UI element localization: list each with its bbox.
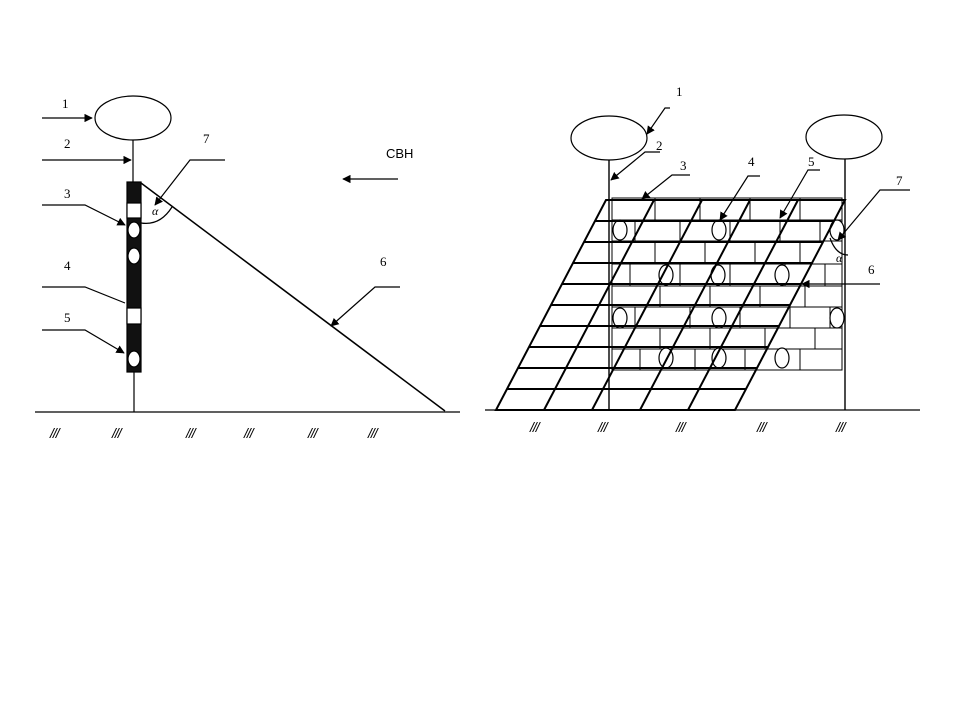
left-label-5: 5 — [64, 310, 71, 325]
right-leader-2 — [610, 151, 660, 181]
right-angle-arc — [829, 237, 849, 256]
right-label-4: 4 — [748, 154, 755, 169]
right-figure — [485, 107, 920, 411]
svg-text:///: /// — [835, 419, 848, 435]
left-figure — [35, 95, 460, 413]
right-label-2: 2 — [656, 138, 663, 153]
right-angle-label: α — [836, 251, 843, 265]
svg-text:///: /// — [529, 419, 542, 435]
left-guy-wire — [140, 182, 446, 412]
left-angle-label: α — [152, 204, 159, 218]
left-leader-4 — [42, 286, 126, 304]
right-leader-1 — [646, 107, 670, 135]
right-label-6: 6 — [868, 262, 875, 277]
right-inclined-mesh — [494, 199, 847, 411]
right-balloon-left — [570, 115, 648, 161]
right-label-5: 5 — [808, 154, 815, 169]
left-label-4: 4 — [64, 258, 71, 273]
right-leader-5 — [779, 169, 820, 219]
right-label-1: 1 — [676, 84, 683, 99]
left-pole — [126, 181, 142, 373]
left-label-1: 1 — [62, 96, 69, 111]
svg-text:///: /// — [111, 425, 124, 441]
svg-text:///: /// — [243, 425, 256, 441]
right-balloon-right — [805, 114, 883, 160]
right-label-7: 7 — [896, 173, 903, 188]
left-label-3: 3 — [64, 186, 71, 201]
right-leader-7 — [837, 189, 910, 241]
svg-text:///: /// — [756, 419, 769, 435]
left-leader-6 — [330, 286, 400, 327]
right-ground-hatches: /// /// /// /// /// — [529, 419, 849, 435]
left-leader-3 — [42, 204, 126, 226]
left-leader-5 — [42, 329, 125, 354]
left-leader-7 — [154, 159, 225, 206]
left-label-6: 6 — [380, 254, 387, 269]
svg-text:///: /// — [675, 419, 688, 435]
left-ground-hatches: /// /// /// /// /// /// — [49, 425, 381, 441]
svg-text:///: /// — [185, 425, 198, 441]
svg-text:///: /// — [597, 419, 610, 435]
left-label-7: 7 — [203, 131, 210, 146]
left-angle-arc — [140, 206, 173, 225]
left-label-2: 2 — [64, 136, 71, 151]
svg-text:///: /// — [367, 425, 380, 441]
direction-label: СВН — [386, 146, 413, 161]
svg-text:///: /// — [49, 425, 62, 441]
right-leader-3 — [641, 174, 690, 200]
right-label-3: 3 — [680, 158, 687, 173]
svg-text:///: /// — [307, 425, 320, 441]
right-leader-4 — [719, 175, 760, 221]
left-balloon — [94, 95, 172, 141]
